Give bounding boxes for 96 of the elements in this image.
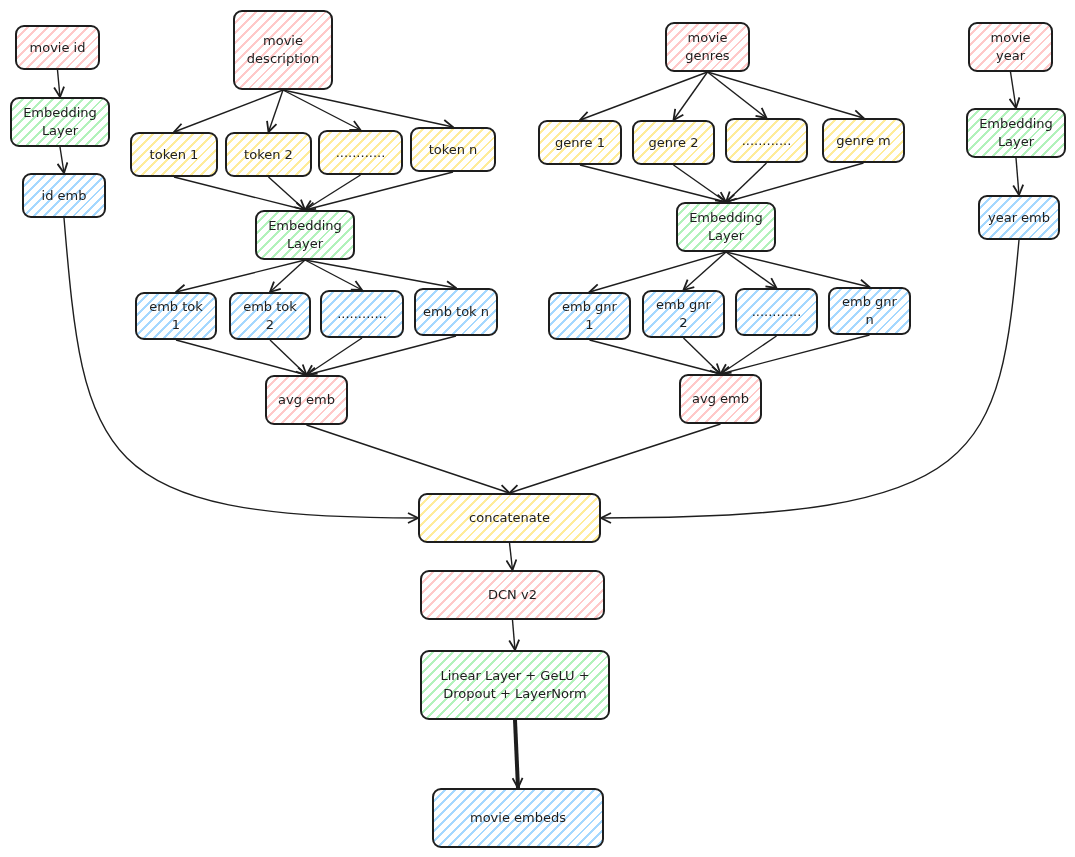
arrow [600,239,1020,524]
box-label: emb tok 2 [242,298,298,334]
process-box [255,210,355,260]
box-label: ............ [337,305,387,323]
arrow [706,71,768,119]
process-box [822,118,905,163]
process-box [725,118,808,163]
process-box [420,650,610,720]
arrow [706,71,865,121]
arrow [269,339,308,376]
box-label: year emb [987,208,1051,227]
process-box [320,290,404,338]
process-box [632,120,715,165]
arrow [508,423,722,496]
arrow [672,71,709,121]
arrow [282,89,362,131]
process-box [229,292,311,340]
arrow [56,146,69,174]
process-box [410,127,496,172]
arrow [305,424,511,496]
process-box [679,374,762,424]
arrow [508,619,521,651]
box-label: movie year [989,29,1032,65]
arrow [1012,157,1025,196]
box-label: Embedding Layer [267,217,343,253]
process-box [968,22,1053,72]
arrow [304,174,362,211]
process-box [432,788,604,848]
box-label: ............ [335,143,386,162]
box-label: concatenate [469,509,550,527]
arrow [682,251,727,291]
box-label: token n [428,140,478,159]
box-label: genre 2 [648,133,699,152]
process-box [318,130,403,175]
box-label: emb gnr 2 [655,296,712,332]
process-box [414,288,498,336]
box-label: movie id [29,38,86,57]
process-box [665,22,750,72]
arrow [725,162,865,205]
box-label: avg emb [692,390,749,408]
arrow [267,176,306,211]
box-label: Embedding Layer [22,104,98,140]
arrow [173,89,284,134]
process-box [130,132,218,177]
arrow [588,251,727,295]
box-label: DCN v2 [488,586,537,604]
process-box [676,202,776,252]
box-label: emb gnr n [841,293,898,329]
box-label: ............ [741,131,792,150]
box-label: Linear Layer + GeLU + Dropout + LayerNorm [439,667,591,703]
arrow [682,337,722,375]
box-label: emb tok 1 [148,298,204,334]
box-label: movie description [245,32,321,68]
box-label: id emb [41,186,87,205]
box-label: Embedding Layer [688,209,764,245]
process-box [15,25,100,70]
arrow [305,337,363,376]
box-label: avg emb [278,391,335,409]
box-label: genre 1 [555,133,605,152]
arrow [672,164,727,203]
arrow [1008,71,1021,109]
process-box [548,292,631,340]
arrow [725,251,778,289]
process-box [22,173,106,218]
arrow [511,719,524,789]
box-label: ............ [751,303,802,321]
box-label: Embedding Layer [978,115,1054,151]
process-box [538,120,622,165]
process-box [225,132,312,177]
arrow [505,542,518,571]
box-label: movie embeds [470,809,566,827]
arrow [719,335,778,375]
process-box [10,97,110,147]
box-label: movie genres [684,29,731,65]
box-label: genre m [836,131,891,150]
box-label: emb tok n [423,303,489,321]
arrow [266,89,284,133]
arrow [579,71,709,123]
process-box [828,287,911,335]
arrow [63,217,419,524]
process-box [135,292,217,340]
process-box [642,290,725,338]
process-box [265,375,348,425]
process-box [735,288,818,336]
process-box [420,570,605,620]
process-box [978,195,1060,240]
process-box [418,493,601,543]
arrow [269,259,306,293]
process-box [233,10,333,90]
arrow [53,69,65,98]
box-label: token 1 [149,145,199,164]
box-label: token 2 [244,145,293,164]
box-label: emb gnr 1 [561,298,618,334]
arrow [304,259,363,291]
arrow [725,162,768,203]
process-box [966,108,1066,158]
